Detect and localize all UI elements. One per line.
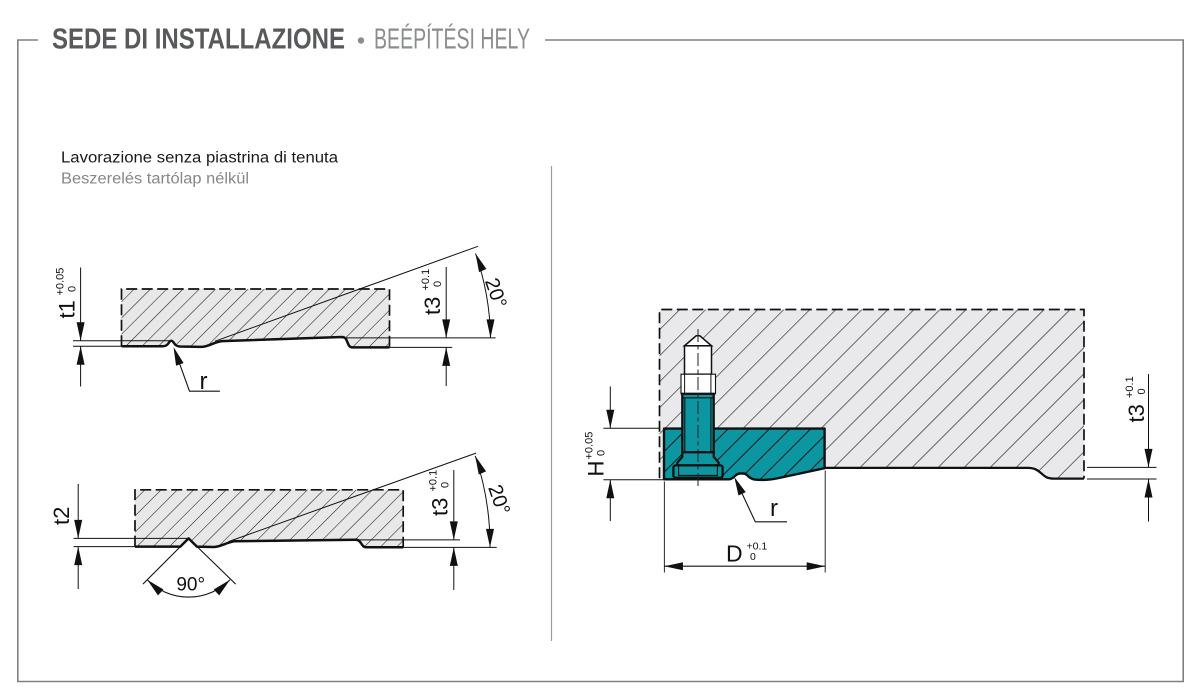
svg-text:SEDE DI INSTALLAZIONE: SEDE DI INSTALLAZIONE	[52, 24, 345, 56]
svg-text:r: r	[770, 495, 778, 522]
svg-text:t2: t2	[49, 507, 74, 525]
svg-text:r: r	[200, 368, 208, 395]
svg-text:90°: 90°	[176, 575, 205, 596]
svg-text:D: D	[726, 541, 743, 567]
svg-text:0: 0	[432, 281, 444, 287]
svg-text:+0.1: +0.1	[420, 269, 432, 291]
svg-text:0: 0	[1136, 388, 1148, 394]
svg-text:0: 0	[750, 551, 756, 563]
svg-text:+0.1: +0.1	[747, 541, 768, 553]
svg-text:t1: t1	[55, 300, 80, 318]
svg-text:H: H	[583, 461, 608, 477]
svg-text:Lavorazione senza piastrina di: Lavorazione senza piastrina di tenuta	[61, 150, 338, 167]
svg-text:0: 0	[440, 482, 452, 488]
svg-text:Beszerelés tartólap nélkül: Beszerelés tartólap nélkül	[61, 171, 249, 188]
svg-text:+0.1: +0.1	[428, 470, 440, 492]
svg-text:+0.05: +0.05	[55, 268, 67, 296]
svg-text:t3: t3	[420, 297, 445, 315]
svg-text:+0.1: +0.1	[1124, 376, 1136, 398]
svg-text:0: 0	[67, 286, 79, 292]
svg-text:t3: t3	[1124, 404, 1149, 422]
svg-text:+0.05: +0.05	[583, 432, 595, 460]
svg-text:0: 0	[595, 450, 607, 456]
svg-text:BEÉPÍTÉSI HELY: BEÉPÍTÉSI HELY	[374, 24, 530, 56]
svg-text:t3: t3	[428, 498, 453, 516]
